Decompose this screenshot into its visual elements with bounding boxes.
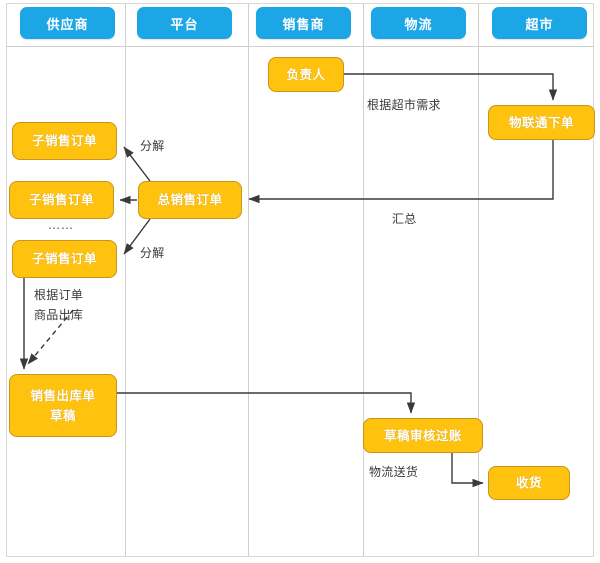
label-per-order-ship-line2: 商品出库 — [34, 308, 84, 322]
lane-divider-1 — [125, 3, 126, 557]
node-iot-order[interactable]: 物联通下单 — [488, 105, 595, 140]
lane-header-market[interactable]: 超市 — [492, 7, 587, 39]
node-sub-order-1[interactable]: 子销售订单 — [12, 122, 117, 160]
label-more-sub-orders: …… — [48, 218, 74, 232]
node-sales-outbound-draft[interactable]: 销售出库单 草稿 — [9, 374, 117, 437]
lane-header-platform[interactable]: 平台 — [137, 7, 232, 39]
node-receive-goods[interactable]: 收货 — [488, 466, 570, 500]
lane-divider-3 — [363, 3, 364, 557]
node-sub-order-3[interactable]: 子销售订单 — [12, 240, 117, 278]
node-draft-approved[interactable]: 草稿审核过账 — [363, 418, 483, 453]
label-decompose-bottom: 分解 — [140, 246, 165, 260]
node-sub-order-2[interactable]: 子销售订单 — [9, 181, 114, 219]
label-logistics-delivery: 物流送货 — [369, 465, 419, 479]
lane-header-divider — [6, 46, 594, 47]
label-per-market-demand: 根据超市需求 — [367, 98, 441, 112]
lane-divider-2 — [248, 3, 249, 557]
lane-header-supplier[interactable]: 供应商 — [20, 7, 115, 39]
lane-header-reseller[interactable]: 销售商 — [256, 7, 351, 39]
lane-header-logistics[interactable]: 物流 — [371, 7, 466, 39]
lane-divider-4 — [478, 3, 479, 557]
label-summarize: 汇总 — [392, 212, 417, 226]
label-decompose-top: 分解 — [140, 139, 165, 153]
label-per-order-ship-line1: 根据订单 — [34, 288, 84, 302]
node-owner[interactable]: 负责人 — [268, 57, 344, 92]
node-main-order[interactable]: 总销售订单 — [138, 181, 242, 219]
